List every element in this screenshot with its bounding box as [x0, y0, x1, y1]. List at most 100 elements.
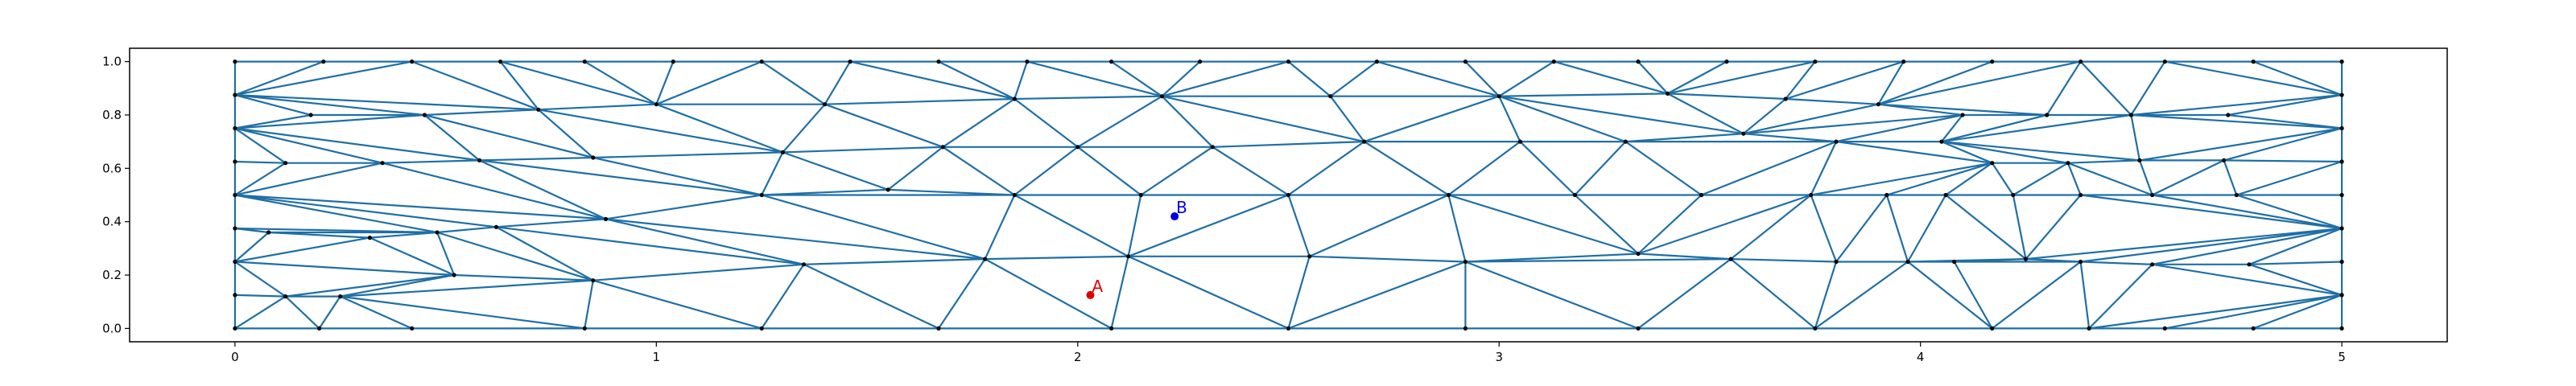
mesh-edge [2152, 194, 2343, 230]
mesh-node [2222, 158, 2227, 162]
mesh-edge [2079, 261, 2091, 329]
x-tick-label: 5 [2338, 350, 2346, 364]
mesh-node [1126, 254, 1131, 259]
mesh-edge [454, 273, 593, 281]
mesh-edge [2025, 258, 2081, 263]
mesh-node [2162, 60, 2167, 64]
mesh-edge [1667, 92, 1744, 135]
mesh-edge [1953, 261, 1993, 329]
mesh-edge [1110, 60, 1163, 97]
mesh-edge [1743, 133, 1837, 143]
mesh-edge [2235, 160, 2343, 196]
mesh-node [2087, 326, 2091, 331]
mesh-edge [479, 159, 762, 196]
mesh-edge [761, 194, 985, 261]
mesh-node [2079, 60, 2083, 64]
mesh-edge [2227, 94, 2343, 117]
mesh-edge [1554, 60, 1668, 95]
mesh-node [493, 224, 499, 229]
mesh-node [1551, 60, 1556, 64]
mesh-edge [234, 127, 480, 162]
mesh-edge [1364, 141, 1449, 196]
mesh-edge [592, 263, 804, 281]
mesh-node [498, 60, 503, 64]
mesh-edge [2227, 113, 2343, 129]
mesh-edge [1637, 194, 1811, 255]
mesh-edge [496, 226, 804, 265]
mesh-node [759, 326, 764, 331]
mesh-node [2137, 158, 2142, 162]
mesh-node [1463, 326, 1468, 331]
mesh-edge [2130, 61, 2166, 116]
mesh-edge [1013, 146, 1079, 196]
mesh-edge [761, 151, 784, 195]
point-a-marker [1086, 290, 1095, 299]
mesh-edge [234, 160, 286, 164]
mesh-node [233, 293, 237, 298]
mesh-edge [1026, 60, 1162, 97]
mesh-node [1876, 102, 1880, 107]
mesh-node [1012, 192, 1017, 198]
mesh-node [1636, 60, 1641, 64]
mesh-edge [1330, 60, 1378, 97]
mesh-edge [2080, 194, 2343, 230]
mesh-node [1463, 259, 1468, 265]
mesh-node [848, 60, 852, 64]
mesh-node [2066, 161, 2070, 166]
mesh-node [2339, 226, 2344, 231]
mesh-edge [1519, 141, 1576, 196]
mesh-edge [1329, 96, 1365, 142]
mesh-node [477, 158, 482, 162]
mesh-node [1783, 96, 1788, 101]
mesh-edge [1161, 60, 1201, 97]
mesh-node [1990, 60, 1995, 64]
mesh-edge [1013, 61, 1029, 100]
mesh-edge [1127, 195, 1142, 257]
mesh-node [1813, 60, 1818, 64]
mesh-edge [1014, 95, 1162, 101]
y-tick-label: 0.2 [102, 268, 122, 282]
mesh-edge [2165, 60, 2343, 96]
mesh-node [1286, 60, 1291, 64]
mesh-edge [1110, 256, 1129, 329]
mesh-edge [495, 226, 594, 281]
mesh-edge [592, 156, 762, 196]
mesh-edge [1212, 146, 1290, 196]
mesh-edge [1624, 141, 1703, 196]
mesh-edge [1810, 162, 1992, 196]
x-tick-label: 3 [1495, 350, 1503, 364]
mesh-edge [1945, 194, 2027, 260]
triangulated-mesh [233, 60, 2344, 331]
mesh-node [380, 161, 385, 166]
mesh-edge [938, 60, 1015, 100]
mesh-node [1990, 326, 1995, 331]
mesh-edge [538, 109, 783, 154]
mesh-edge [1941, 141, 1993, 164]
mesh-node [2339, 60, 2344, 64]
mesh-node [2150, 192, 2155, 198]
mesh-node [1699, 192, 1704, 198]
mesh-node [536, 107, 541, 112]
y-axis-ticks: 0.00.20.40.60.81.0 [102, 55, 130, 335]
mesh-edge [2248, 263, 2343, 296]
mesh-edge [2066, 162, 2082, 195]
mesh-edge [1637, 194, 1703, 255]
mesh-edge [1013, 98, 1079, 148]
mesh-node [1109, 60, 1114, 64]
mesh-edge [1364, 95, 1500, 143]
mesh-edge [1785, 60, 1816, 100]
mesh-edge [340, 295, 413, 330]
mesh-edge [1701, 141, 1837, 196]
mesh-edge [479, 156, 593, 162]
mesh-edge [1941, 114, 1963, 142]
highlighted-points: AB [1086, 198, 1187, 299]
mesh-node [1943, 192, 1948, 198]
mesh-edge [2235, 194, 2343, 230]
mesh-edge [1077, 146, 1141, 196]
x-tick-label: 1 [653, 350, 661, 364]
mesh-edge [1448, 194, 1639, 255]
mesh-edge [234, 113, 312, 129]
mesh-edge [382, 162, 606, 220]
mesh-edge [234, 236, 370, 263]
mesh-node [2128, 113, 2133, 117]
